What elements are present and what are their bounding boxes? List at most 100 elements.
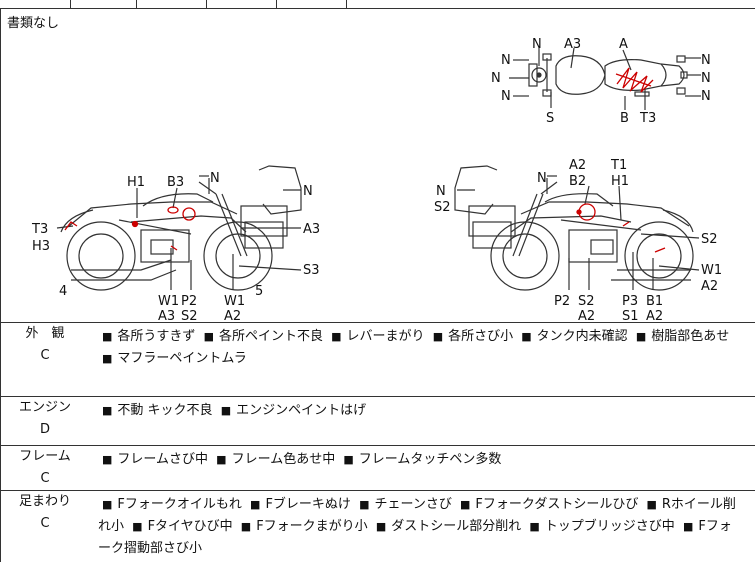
bullet-square-icon: ■ <box>521 330 532 343</box>
condition-item: Fタイヤひび中 <box>147 519 233 534</box>
condition-item: 各所うすきず <box>117 329 196 344</box>
condition-item: Fフォークまがり小 <box>256 519 368 534</box>
condition-item: 各所さび小 <box>448 329 514 344</box>
damage-tick-mark <box>64 221 78 231</box>
label-left-s3: S3 <box>303 263 320 278</box>
label-right-a2c: A2 <box>578 309 595 322</box>
condition-item: トップブリッジさび中 <box>544 519 675 534</box>
condition-item: Rホイール削れ小 <box>98 497 736 534</box>
bullet-square-icon: ■ <box>375 520 387 533</box>
condition-item: Fフォークダストシールひび <box>475 497 639 512</box>
category-label: フレーム <box>19 449 71 464</box>
right-view-motorcycle <box>454 165 694 291</box>
strip-cell <box>70 0 137 8</box>
condition-item: マフラーペイントムラ <box>117 351 247 366</box>
damage-tick-mark <box>654 247 666 253</box>
label-right-a2: A2 <box>569 158 586 173</box>
label-left-a3: A3 <box>303 222 320 237</box>
label-right-n-box: N <box>436 184 446 199</box>
bullet-square-icon: ■ <box>432 330 444 343</box>
label-left-w1: W1 <box>158 294 179 309</box>
label-left-n-mirror: N <box>210 171 220 186</box>
bullet-square-icon: ■ <box>102 453 113 466</box>
bullet-square-icon: ■ <box>102 352 113 365</box>
condition-details: ■各所うすきず ■各所ペイント不良 ■レバーまがり ■各所さび小 ■タンク内未確… <box>98 326 743 370</box>
label-top-n-left: N <box>491 71 501 86</box>
label-right-b1: B1 <box>646 294 663 309</box>
condition-item: Fフォークオイルもれ <box>117 497 242 512</box>
strip-cell <box>136 0 207 8</box>
label-left-b3: B3 <box>167 175 184 190</box>
bullet-square-icon: ■ <box>646 498 657 511</box>
label-right-n-mirror: N <box>537 171 547 186</box>
label-right-a2d: A2 <box>646 309 663 322</box>
label-right-s2: S2 <box>701 232 718 247</box>
damage-tick-mark <box>170 245 178 251</box>
bullet-square-icon: ■ <box>132 520 143 533</box>
table-top-strip <box>0 0 755 9</box>
label-right-p3: P3 <box>622 294 638 309</box>
label-top-n-left: N <box>501 53 511 68</box>
label-right-a2b: A2 <box>701 279 718 294</box>
left-view-motorcycle <box>60 165 302 291</box>
condition-item: フレーム色あせ中 <box>231 452 336 467</box>
condition-item: エンジンペイントはげ <box>236 403 367 418</box>
condition-item: 各所ペイント不良 <box>218 329 323 344</box>
label-top-n-right: N <box>701 89 711 104</box>
label-right-p2: P2 <box>554 294 570 309</box>
label-top-a: A <box>619 37 628 52</box>
label-right-h1: H1 <box>611 174 629 189</box>
condition-item: 不動 キック不良 <box>117 403 213 418</box>
label-right-t1: T1 <box>610 158 627 173</box>
bullet-square-icon: ■ <box>216 453 227 466</box>
bullet-square-icon: ■ <box>240 520 252 533</box>
bullet-square-icon: ■ <box>682 520 694 533</box>
label-left-p2: P2 <box>181 294 197 309</box>
bullet-square-icon: ■ <box>250 498 261 511</box>
top-view-leaders <box>509 46 701 110</box>
strip-cell <box>0 0 71 8</box>
right-view-leaders <box>457 175 700 290</box>
condition-row-chassis: 足まわり C ■Fフォークオイルもれ ■Fブレーキぬけ ■チェーンさび ■Fフォ… <box>0 490 755 562</box>
condition-category: フレーム C <box>1 446 89 490</box>
label-top-t3: T3 <box>639 111 656 126</box>
category-label: 足まわり <box>18 494 71 509</box>
condition-details: ■フレームさび中 ■フレーム色あせ中 ■フレームタッチペン多数 <box>98 449 743 471</box>
bullet-square-icon: ■ <box>102 404 113 417</box>
label-left-h1: H1 <box>127 175 145 190</box>
label-top-n-right: N <box>701 71 711 86</box>
tank-scribble-mark <box>615 73 652 87</box>
condition-item: 樹脂部色あせ <box>651 329 730 344</box>
label-right-s2-box: S2 <box>434 200 451 215</box>
condition-item: タンク内未確認 <box>536 329 628 344</box>
grade-label: C <box>40 516 50 531</box>
bullet-square-icon: ■ <box>102 330 113 343</box>
tank-scribble-mark <box>616 67 654 93</box>
label-right-b2: B2 <box>569 174 586 189</box>
condition-item: ダストシール部分削れ <box>391 519 522 534</box>
condition-item: Fフォーク摺動部さび小 <box>98 519 732 556</box>
condition-item: フレームさび中 <box>117 452 209 467</box>
label-right-s1: S1 <box>622 309 639 322</box>
documents-note: 書類なし <box>7 16 60 31</box>
bullet-square-icon: ■ <box>635 330 647 343</box>
label-left-w1b: W1 <box>224 294 245 309</box>
label-right-w1: W1 <box>701 263 722 278</box>
grade-label: D <box>39 422 50 437</box>
condition-details: ■Fフォークオイルもれ ■Fブレーキぬけ ■チェーンさび ■Fフォークダストシー… <box>98 494 743 560</box>
condition-item: Fブレーキぬけ <box>265 497 351 512</box>
label-left-4: 4 <box>59 284 67 299</box>
bullet-square-icon: ■ <box>331 330 342 343</box>
label-right-s2b: S2 <box>578 294 595 309</box>
condition-category: 足まわり C <box>1 491 89 535</box>
bullet-square-icon: ■ <box>359 498 370 511</box>
left-view-leaders <box>56 175 302 290</box>
damage-circle-mark <box>167 206 179 214</box>
label-top-n: N <box>532 37 542 52</box>
damage-dot-mark <box>131 220 139 228</box>
condition-category: 外 観 C <box>1 323 89 367</box>
bullet-square-icon: ■ <box>102 498 113 511</box>
category-label: 外 観 <box>25 326 65 341</box>
damage-diagram-panel: 書類なし <box>0 8 755 322</box>
